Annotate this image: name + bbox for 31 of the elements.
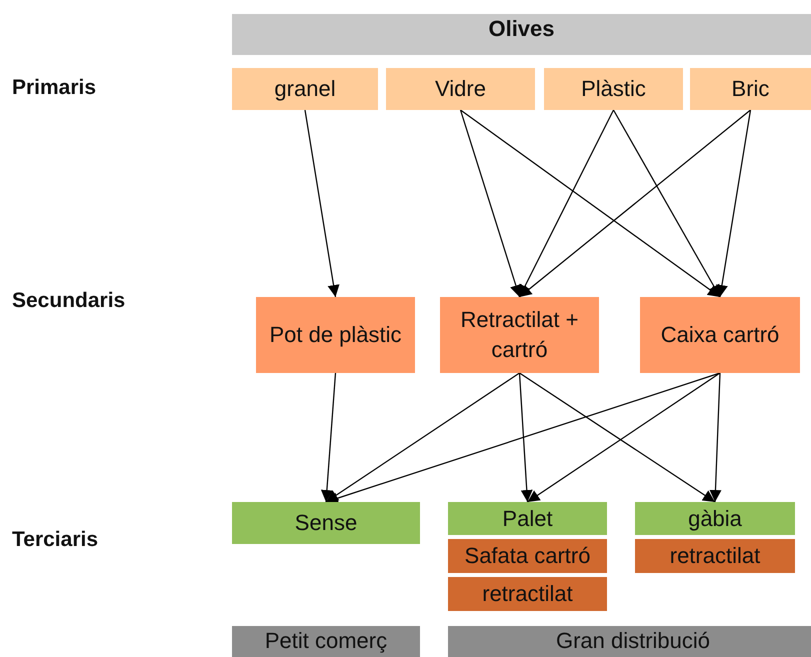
arrow	[612, 110, 721, 298]
arrow	[519, 110, 751, 298]
header-bar: Olives	[232, 14, 811, 55]
sub-box: retractilat	[448, 577, 607, 611]
arrow	[709, 372, 722, 502]
secondary-box: Retractilat + cartró	[440, 297, 599, 373]
sub-box: Safata cartró	[448, 539, 607, 573]
arrow	[460, 110, 720, 298]
channel-bar: Gran distribució	[448, 626, 811, 657]
tertiary-box: Palet	[448, 502, 607, 535]
arrow	[326, 372, 520, 502]
arrow	[518, 372, 533, 502]
primary-box: Plàstic	[544, 68, 683, 110]
tertiary-box: Sense	[232, 502, 420, 544]
arrow	[460, 110, 522, 298]
level-label: Terciaris	[12, 528, 98, 552]
tertiary-box: gàbia	[635, 502, 795, 535]
arrow	[716, 110, 752, 298]
arrow	[304, 110, 340, 298]
primary-box: Bric	[690, 68, 811, 110]
secondary-box: Caixa cartró	[640, 297, 800, 373]
channel-bar: Petit comerç	[232, 626, 420, 657]
arrow	[320, 372, 336, 502]
level-label: Primaris	[12, 76, 96, 100]
primary-box: Vidre	[386, 68, 535, 110]
arrow	[326, 372, 720, 504]
level-label: Secundaris	[12, 289, 126, 313]
arrow	[518, 110, 614, 298]
secondary-box: Pot de plàstic	[256, 297, 415, 373]
primary-box: granel	[232, 68, 378, 110]
sub-box: retractilat	[635, 539, 795, 573]
